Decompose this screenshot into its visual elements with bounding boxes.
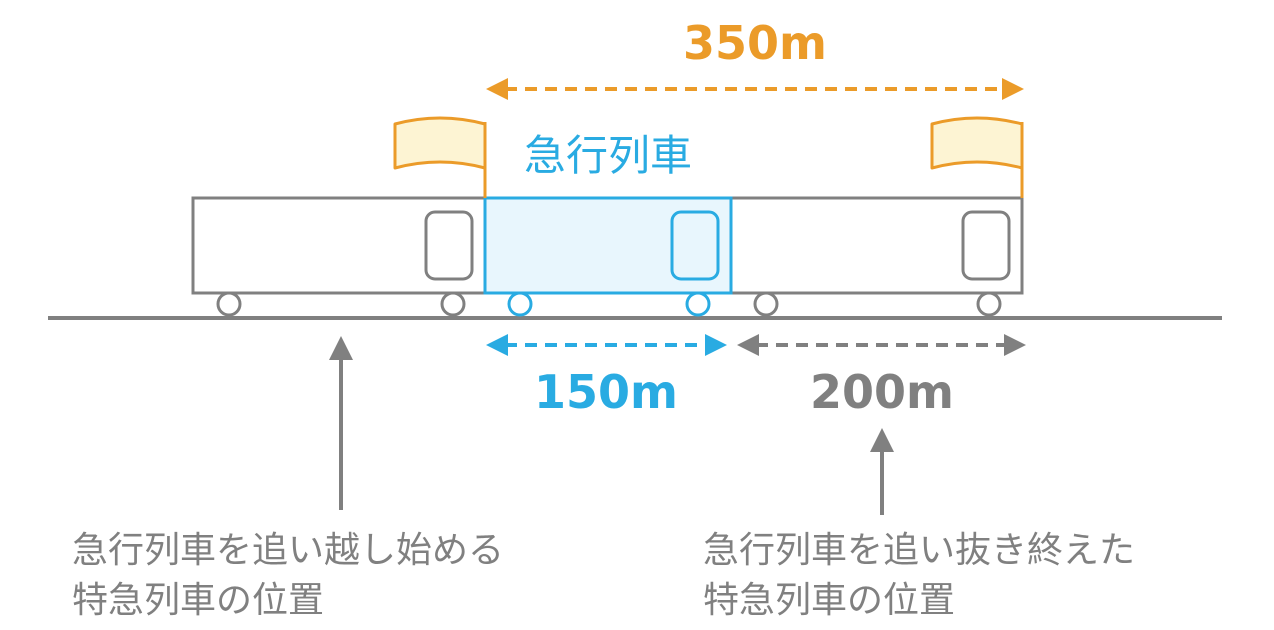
caption-end-line1: 急行列車を追い抜き終えた (703, 530, 1135, 571)
express-length-arrow (486, 334, 727, 356)
limited-length-arrow (737, 334, 1026, 356)
wheel (507, 291, 533, 317)
end-pointer-arrow (870, 428, 894, 515)
wheel (753, 291, 779, 317)
wheel (440, 291, 466, 317)
limited-express-train-end (729, 196, 1024, 317)
caption-end-line2: 特急列車の位置 (703, 580, 955, 621)
flag-start (393, 116, 487, 198)
wheel (685, 291, 711, 317)
express-train (483, 196, 733, 317)
limited-length-label: 200m (810, 365, 954, 419)
express-length-label: 150m (534, 365, 678, 419)
wheel (976, 291, 1002, 317)
caption-start-line2: 特急列車の位置 (72, 580, 324, 621)
wheel (216, 291, 242, 317)
total-distance-label: 350m (683, 16, 827, 70)
flag-end (930, 116, 1024, 198)
total-distance-arrow (486, 78, 1024, 100)
express-train-label: 急行列車 (524, 131, 692, 180)
caption-start-line1: 急行列車を追い越し始める (72, 530, 504, 571)
limited-express-train-start (191, 196, 487, 317)
start-pointer-arrow (329, 336, 353, 510)
